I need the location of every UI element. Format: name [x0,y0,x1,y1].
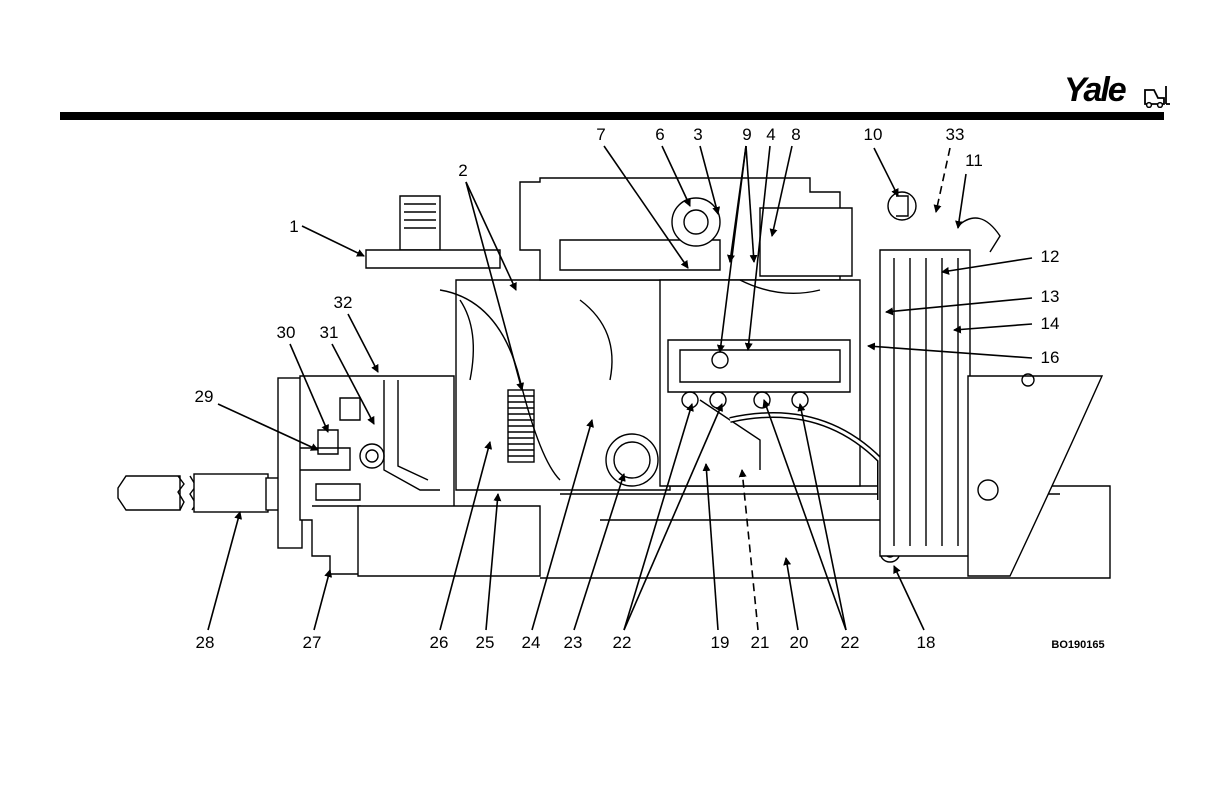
callout-4: 4 [766,125,775,144]
callout-18: 18 [917,633,936,652]
callout-29: 29 [195,387,214,406]
callout-28: 28 [196,633,215,652]
leader-23 [574,474,624,630]
callout-9: 9 [742,125,751,144]
callout-21: 21 [751,633,770,652]
callout-25: 25 [476,633,495,652]
callout-32: 32 [334,293,353,312]
leader-20 [786,558,798,630]
callout-8: 8 [791,125,800,144]
control-box [760,208,852,276]
flywheel-ring-gear [508,390,534,462]
callout-24: 24 [522,633,541,652]
callout-19: 19 [711,633,730,652]
leader-11 [958,174,966,228]
callout-2: 2 [458,161,467,180]
engine-illustration [118,178,1110,578]
callout-30: 30 [277,323,296,342]
leader-28 [208,512,240,630]
callout-12: 12 [1041,247,1060,266]
callout-14: 14 [1041,314,1060,333]
callout-7: 7 [596,125,605,144]
leader-27 [314,570,330,630]
leader-33 [936,148,950,212]
callout-20: 20 [790,633,809,652]
leader-10 [874,148,898,196]
leader-18 [894,566,924,630]
callout-1: 1 [289,217,298,236]
leader-1 [302,226,364,256]
leader-19 [706,464,718,630]
callout-23: 23 [564,633,583,652]
ignition-module [672,198,720,246]
callout-33: 33 [946,125,965,144]
callout-3: 3 [693,125,702,144]
callout-11: 11 [965,151,983,170]
radiator-cap [888,192,916,220]
callout-13: 13 [1041,287,1060,306]
callout-22-right: 22 [841,633,860,652]
callout-10: 10 [864,125,883,144]
callout-31: 31 [320,323,339,342]
callout-22-left: 22 [613,633,632,652]
figure-code: BO190165 [1051,639,1104,651]
callout-26: 26 [430,633,449,652]
callout-6: 6 [655,125,664,144]
callout-27: 27 [303,633,322,652]
counterweight [968,374,1102,576]
leader-32 [348,314,378,372]
callout-16: 16 [1041,348,1060,367]
oil-filter [606,434,658,486]
